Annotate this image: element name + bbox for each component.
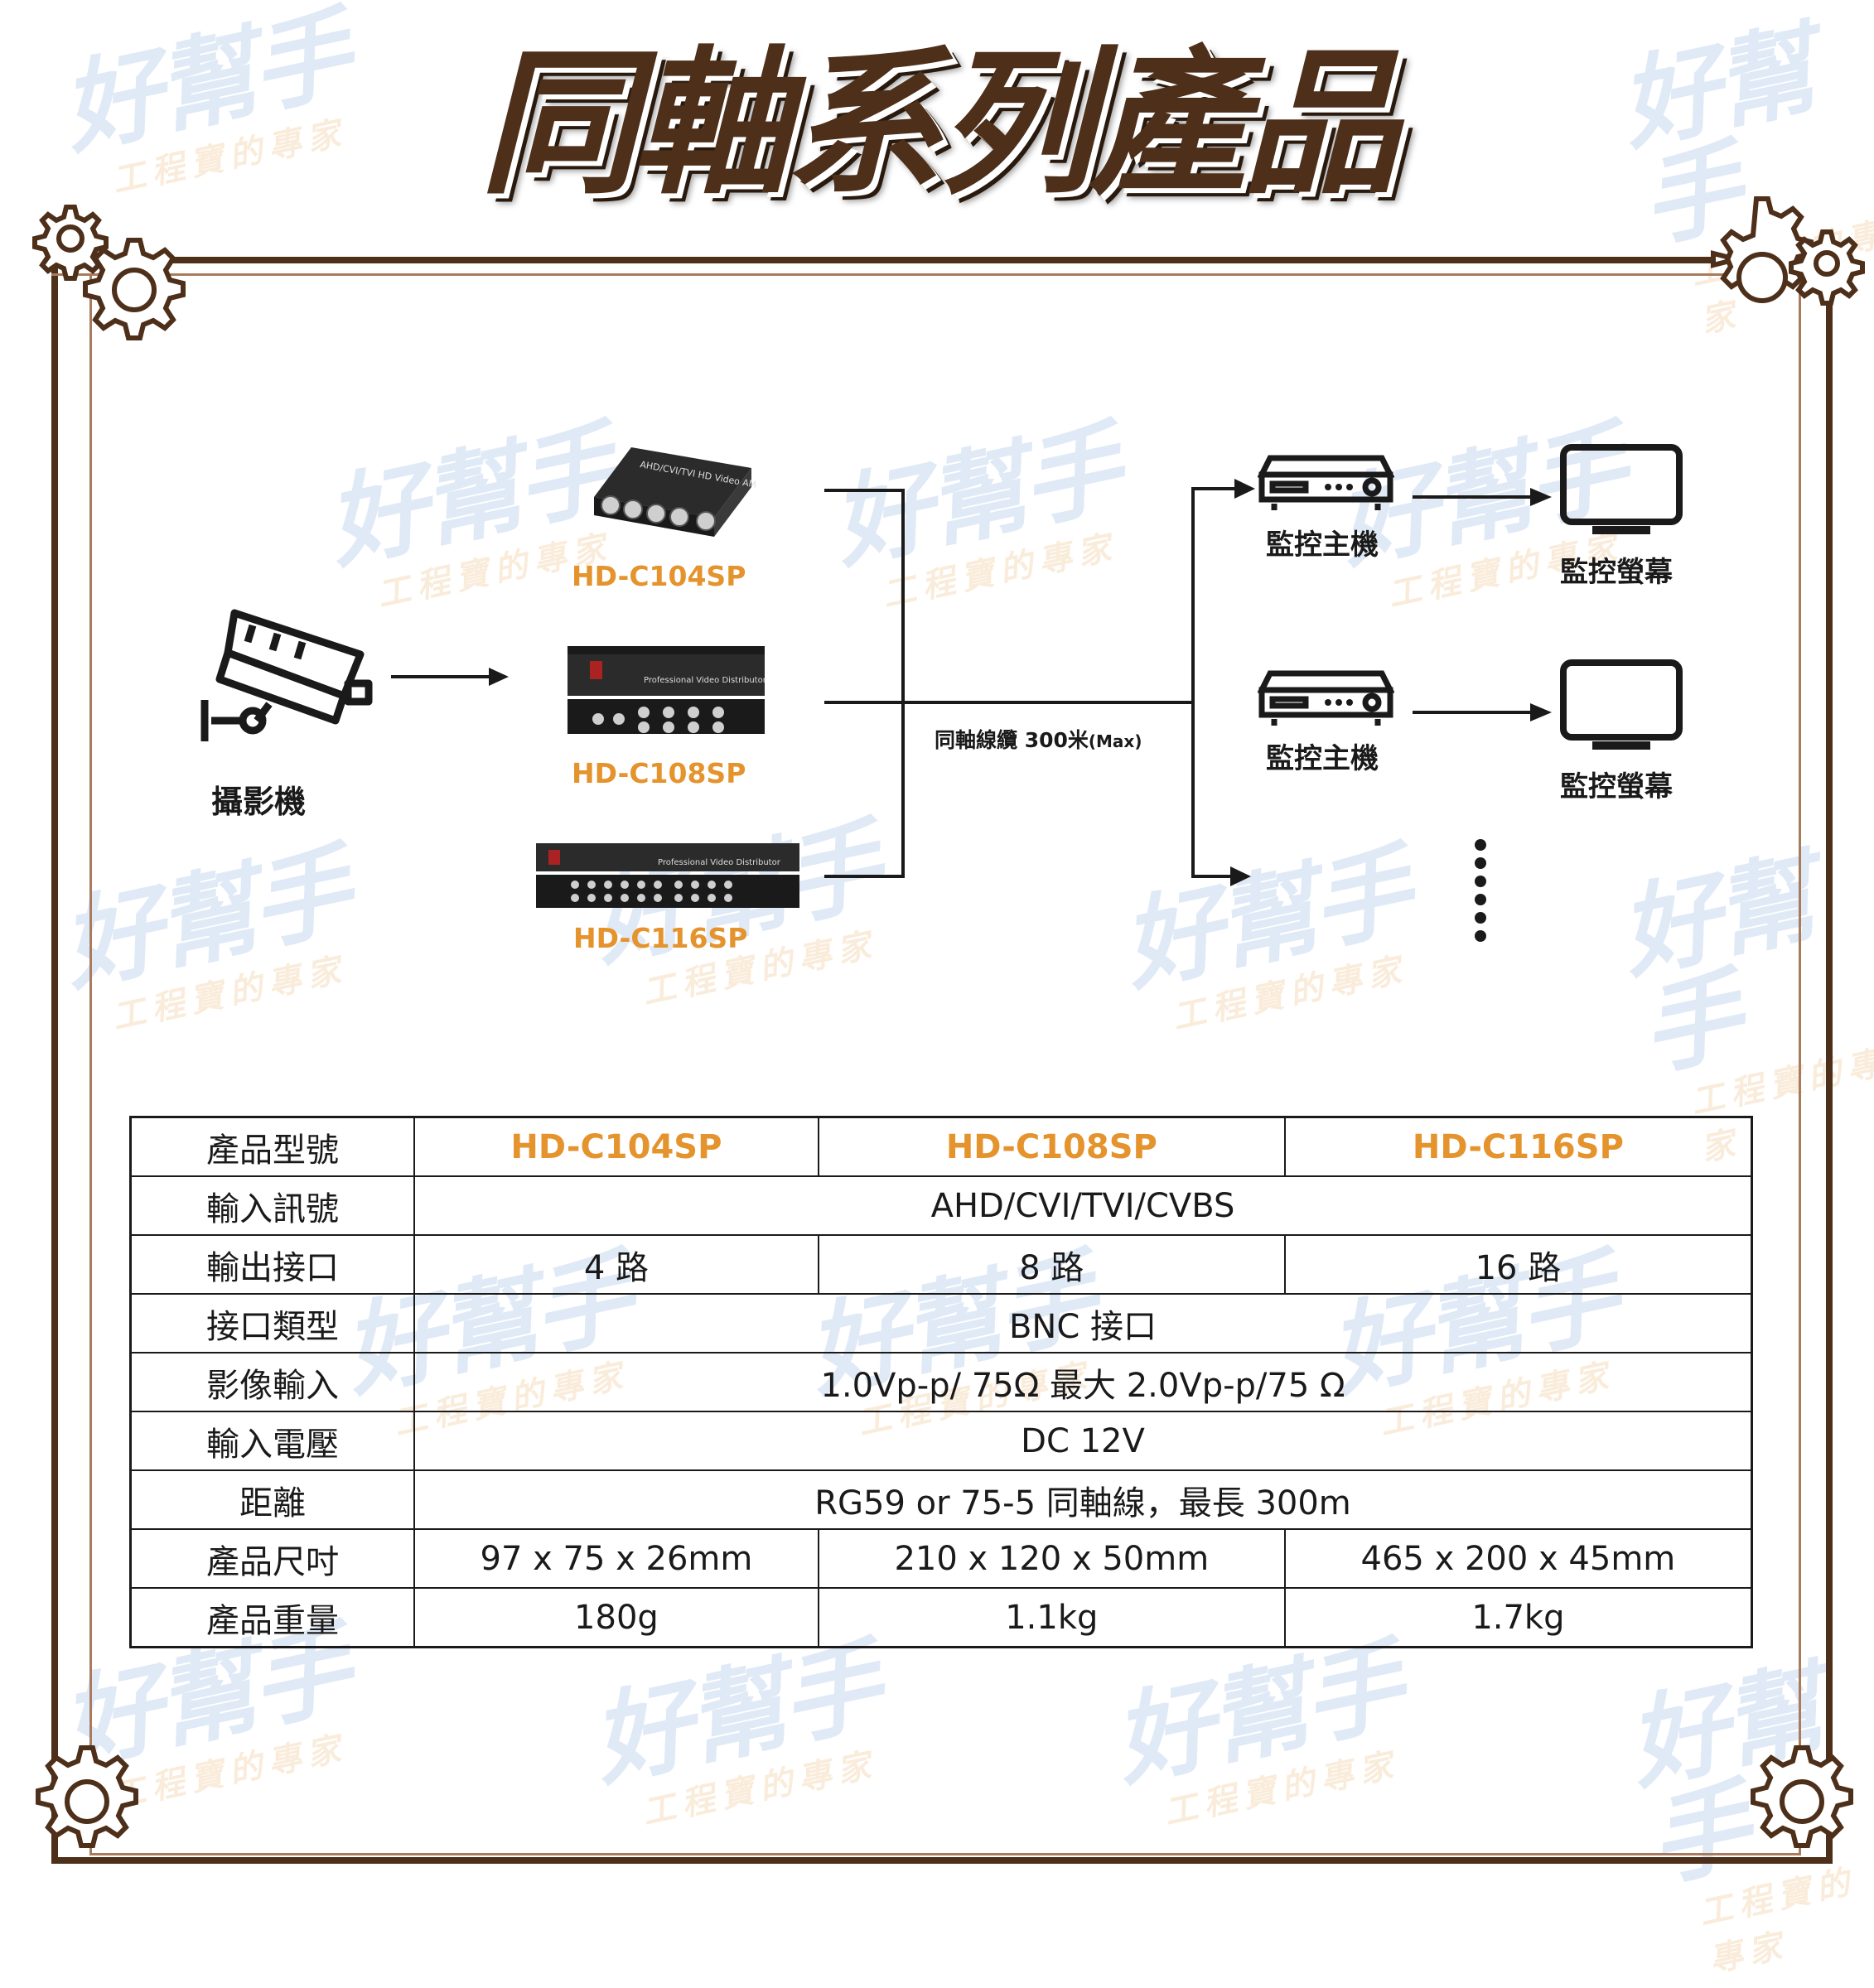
monitor-label: 監控螢幕 [1560, 556, 1673, 589]
table-row: 影像輸入 1.0Vp-p/ 75Ω 最大 2.0Vp-p/75 Ω [129, 1352, 1753, 1412]
table-cell: 16 路 [1283, 1234, 1753, 1295]
row-header: 輸入訊號 [129, 1175, 415, 1236]
cable-max: (Max) [1088, 731, 1142, 751]
product-label-c108: HD-C108SP [572, 757, 746, 789]
dvr-icon [1258, 670, 1394, 726]
monitor-label: 監控螢幕 [1560, 770, 1673, 803]
table-cell: 8 路 [817, 1234, 1286, 1295]
spec-table: 產品型號 HD-C104SP HD-C108SP HD-C116SP 輸入訊號 … [129, 1116, 1753, 1648]
table-row: 產品尺吋 97 x 75 x 26mm 210 x 120 x 50mm 465… [129, 1528, 1753, 1589]
table-row: 產品重量 180g 1.1kg 1.7kg [129, 1587, 1753, 1648]
table-cell: BNC 接口 [413, 1293, 1753, 1353]
table-cell: 97 x 75 x 26mm [413, 1528, 819, 1589]
table-row: 距離 RG59 or 75-5 同軸線，最長 300m [129, 1469, 1753, 1530]
row-header: 影像輸入 [129, 1352, 415, 1412]
row-header: 輸出接口 [129, 1234, 415, 1295]
row-header: 產品重量 [129, 1587, 415, 1648]
table-cell: HD-C108SP [817, 1116, 1286, 1177]
table-cell: 1.0Vp-p/ 75Ω 最大 2.0Vp-p/75 Ω [413, 1352, 1753, 1412]
table-cell: AHD/CVI/TVI/CVBS [413, 1175, 1753, 1236]
security-camera-icon [200, 609, 373, 741]
cable-label: 同軸線纜 300米(Max) [935, 724, 1142, 754]
monitor-icon [1560, 444, 1683, 534]
gear-icon [36, 1745, 138, 1848]
table-cell: HD-C104SP [413, 1116, 819, 1177]
camera-label: 攝影機 [211, 784, 307, 820]
recorder-label: 監控主機 [1266, 742, 1379, 775]
connection-lines [824, 479, 1255, 886]
arrow-right-icon [1413, 703, 1552, 721]
device-hd-c108sp-image: Professional Video Distributor [568, 646, 767, 734]
arrow-right-icon [1413, 488, 1552, 506]
row-header: 輸入電壓 [129, 1411, 415, 1471]
table-cell: 4 路 [413, 1234, 819, 1295]
gear-icon [1751, 1745, 1853, 1848]
table-cell: 1.1kg [817, 1587, 1286, 1648]
table-row: 接口類型 BNC 接口 [129, 1293, 1753, 1353]
gear-icon [1711, 196, 1865, 306]
table-row: 產品型號 HD-C104SP HD-C108SP HD-C116SP [129, 1116, 1753, 1177]
arrow-right-icon [391, 668, 509, 686]
device-hd-c116sp-image: Professional Video Distributor [536, 843, 799, 908]
table-cell: RG59 or 75-5 同軸線，最長 300m [413, 1469, 1753, 1530]
recorder-label: 監控主機 [1266, 528, 1379, 562]
table-cell: 210 x 120 x 50mm [817, 1528, 1286, 1589]
row-header: 接口類型 [129, 1293, 415, 1353]
page-title: 同軸系列產品 [479, 32, 1399, 215]
frame-border [51, 257, 1833, 1864]
row-header: 產品型號 [129, 1116, 415, 1177]
table-row: 輸入電壓 DC 12V [129, 1411, 1753, 1471]
product-label-c104: HD-C104SP [572, 560, 746, 592]
table-row: 輸出接口 4 路 8 路 16 路 [129, 1234, 1753, 1295]
device-text: Professional Video Distributor [658, 858, 781, 867]
table-cell: 1.7kg [1283, 1587, 1753, 1648]
product-label-c116: HD-C116SP [573, 922, 748, 954]
row-header: 距離 [129, 1469, 415, 1530]
monitor-icon [1560, 659, 1683, 750]
more-dots-icon [1475, 839, 1486, 942]
dvr-icon [1258, 455, 1394, 510]
table-cell: 180g [413, 1587, 819, 1648]
table-row: 輸入訊號 AHD/CVI/TVI/CVBS [129, 1175, 1753, 1236]
table-cell: HD-C116SP [1283, 1116, 1753, 1177]
cable-length: 同軸線纜 300米 [935, 728, 1089, 752]
table-cell: 465 x 200 x 45mm [1283, 1528, 1753, 1589]
table-cell: DC 12V [413, 1411, 1753, 1471]
frame-inner-border [89, 273, 1801, 1855]
watermark-slogan: 工程寶的專家 [1696, 1862, 1860, 1981]
row-header: 產品尺吋 [129, 1528, 415, 1589]
device-hd-c104sp-image: AHD/CVI/TVI HD Video AMP Splitter [594, 447, 756, 537]
device-text: Professional Video Distributor [644, 676, 767, 685]
gear-icon [32, 205, 186, 340]
